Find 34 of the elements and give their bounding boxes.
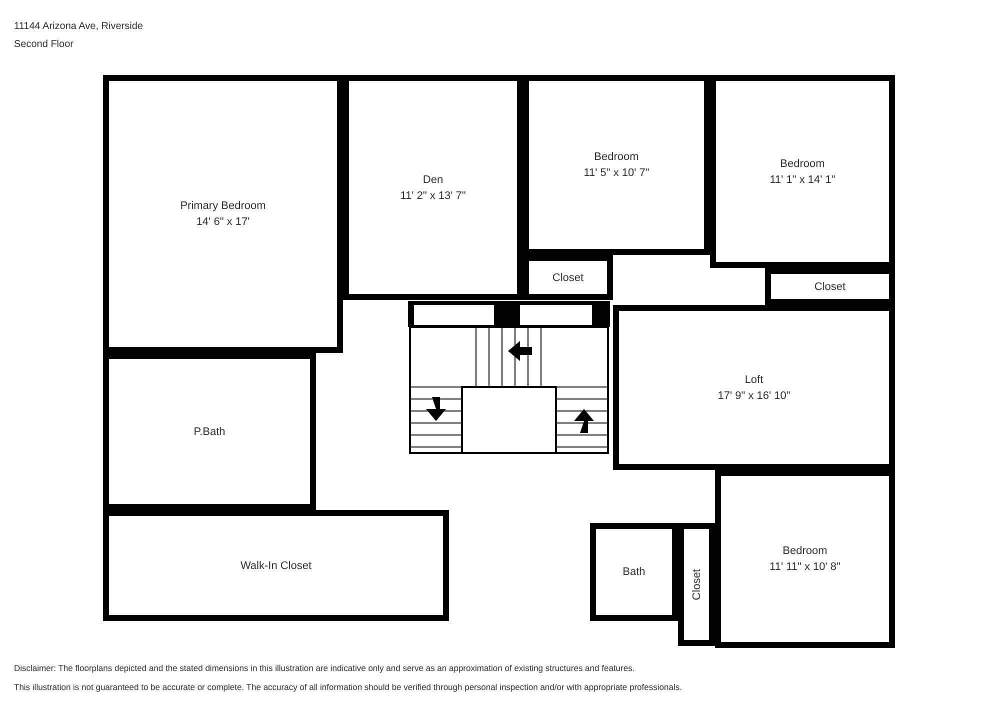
room-name: Bedroom (594, 150, 639, 165)
room-dimensions: 14' 6" x 17' (196, 215, 250, 230)
room-name: Primary Bedroom (180, 199, 266, 214)
floor-label: Second Floor (14, 39, 74, 50)
room-dimensions: 11' 2" x 13' 7" (400, 188, 466, 204)
room-outline (678, 523, 715, 646)
room-name: Walk-In Closet (240, 558, 312, 574)
room-dimensions: 11' 5" x 10' 7" (584, 166, 650, 181)
disclaimer-text: Disclaimer: The floorplans depicted and the stated dimensions in this illustration are indicative only and serve as an approximation of existing structures and features. (14, 663, 635, 673)
room-name: Bedroom (780, 156, 825, 172)
room-name: Loft (744, 372, 764, 388)
room-name: Closet (814, 280, 846, 294)
room-outline (590, 523, 678, 621)
room-name: Bath (622, 565, 646, 580)
room-name: Closet (690, 568, 704, 600)
room-outline (103, 75, 343, 353)
room-outline (103, 353, 316, 510)
room-dimensions: 17' 9" x 16' 10" (718, 388, 790, 404)
room-name: Bedroom (782, 544, 828, 559)
room-outline (343, 75, 523, 300)
room-dimensions: 11' 1" x 14' 1" (770, 172, 836, 188)
room-name: P.Bath (194, 424, 226, 440)
room-outline (715, 470, 895, 648)
room-name: Den (422, 172, 444, 188)
room-dimensions: 11' 11" x 10' 8" (770, 560, 840, 575)
room-outline (103, 510, 449, 621)
room-outline (523, 255, 613, 300)
room-outline (613, 305, 895, 470)
disclaimer-text: This illustration is not guaranteed to be accurate or complete. The accuracy of all information should be verified through personal inspection and/or with appropriate professionals. (14, 682, 682, 692)
room-outline (765, 268, 895, 305)
room-name: Closet (552, 270, 584, 286)
floor-title: 11144 Arizona Ave, Riverside (14, 21, 143, 32)
room-outline (710, 75, 895, 268)
room-outline (523, 75, 710, 255)
